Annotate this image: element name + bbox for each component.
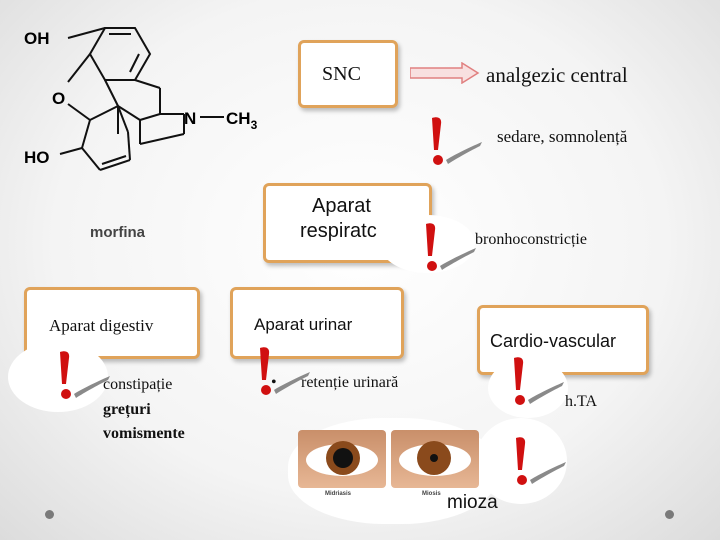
arrow-icon bbox=[409, 61, 480, 85]
corner-dot bbox=[665, 510, 674, 519]
morphine-structure: OH O HO N CH3 bbox=[18, 14, 278, 204]
resp-label-line2: respiratc bbox=[300, 220, 377, 242]
urinar-bullet: • bbox=[271, 374, 277, 391]
digestiv-label: Aparat digestiv bbox=[49, 316, 154, 335]
warning-exclamation-icon bbox=[52, 350, 112, 420]
eyes-effect: mioza bbox=[447, 492, 498, 513]
warning-exclamation-icon bbox=[506, 356, 566, 426]
eye-midriasis-image bbox=[298, 430, 386, 488]
n-label: N bbox=[184, 109, 196, 128]
digestiv-effect-1: constipație bbox=[103, 376, 173, 393]
urinar-box bbox=[230, 287, 404, 359]
corner-dot bbox=[45, 510, 54, 519]
resp-label-line1: Aparat bbox=[312, 195, 371, 217]
warning-exclamation-icon bbox=[424, 116, 484, 186]
warning-exclamation-icon bbox=[252, 346, 312, 416]
morphine-structure-drawing: OH O HO N CH3 bbox=[24, 27, 258, 171]
blob-digestiv bbox=[8, 342, 108, 412]
snc-effect: analgezic central bbox=[486, 63, 628, 87]
digestiv-effect-2: grețuri bbox=[103, 401, 151, 418]
warning-exclamation-icon bbox=[418, 222, 478, 292]
digestiv-effect-3: vomismente bbox=[103, 425, 185, 442]
cardio-effect: h.TA bbox=[565, 393, 598, 410]
structure-caption: morfina bbox=[90, 224, 146, 241]
snc-label: SNC bbox=[322, 63, 361, 85]
eye-midriasis-caption: Midriasis bbox=[325, 491, 352, 497]
oh-label: OH bbox=[24, 29, 50, 48]
eye-miosis-image bbox=[391, 430, 479, 488]
ch3-label: CH3 bbox=[226, 109, 258, 132]
ho-label: HO bbox=[24, 148, 50, 167]
arrow bbox=[409, 61, 480, 85]
cardio-label: Cardio-vascular bbox=[490, 331, 617, 348]
o-label: O bbox=[52, 89, 65, 108]
eye-miosis-caption: Miosis bbox=[422, 491, 441, 497]
warning-exclamation-icon bbox=[508, 436, 568, 506]
urinar-effect: retenție urinară bbox=[301, 374, 399, 391]
urinar-label: Aparat urinar bbox=[254, 315, 353, 334]
snc-side-effect: sedare, somnolență bbox=[497, 127, 628, 146]
snc-box bbox=[298, 40, 398, 108]
resp-effect: bronhoconstricție bbox=[475, 231, 587, 248]
